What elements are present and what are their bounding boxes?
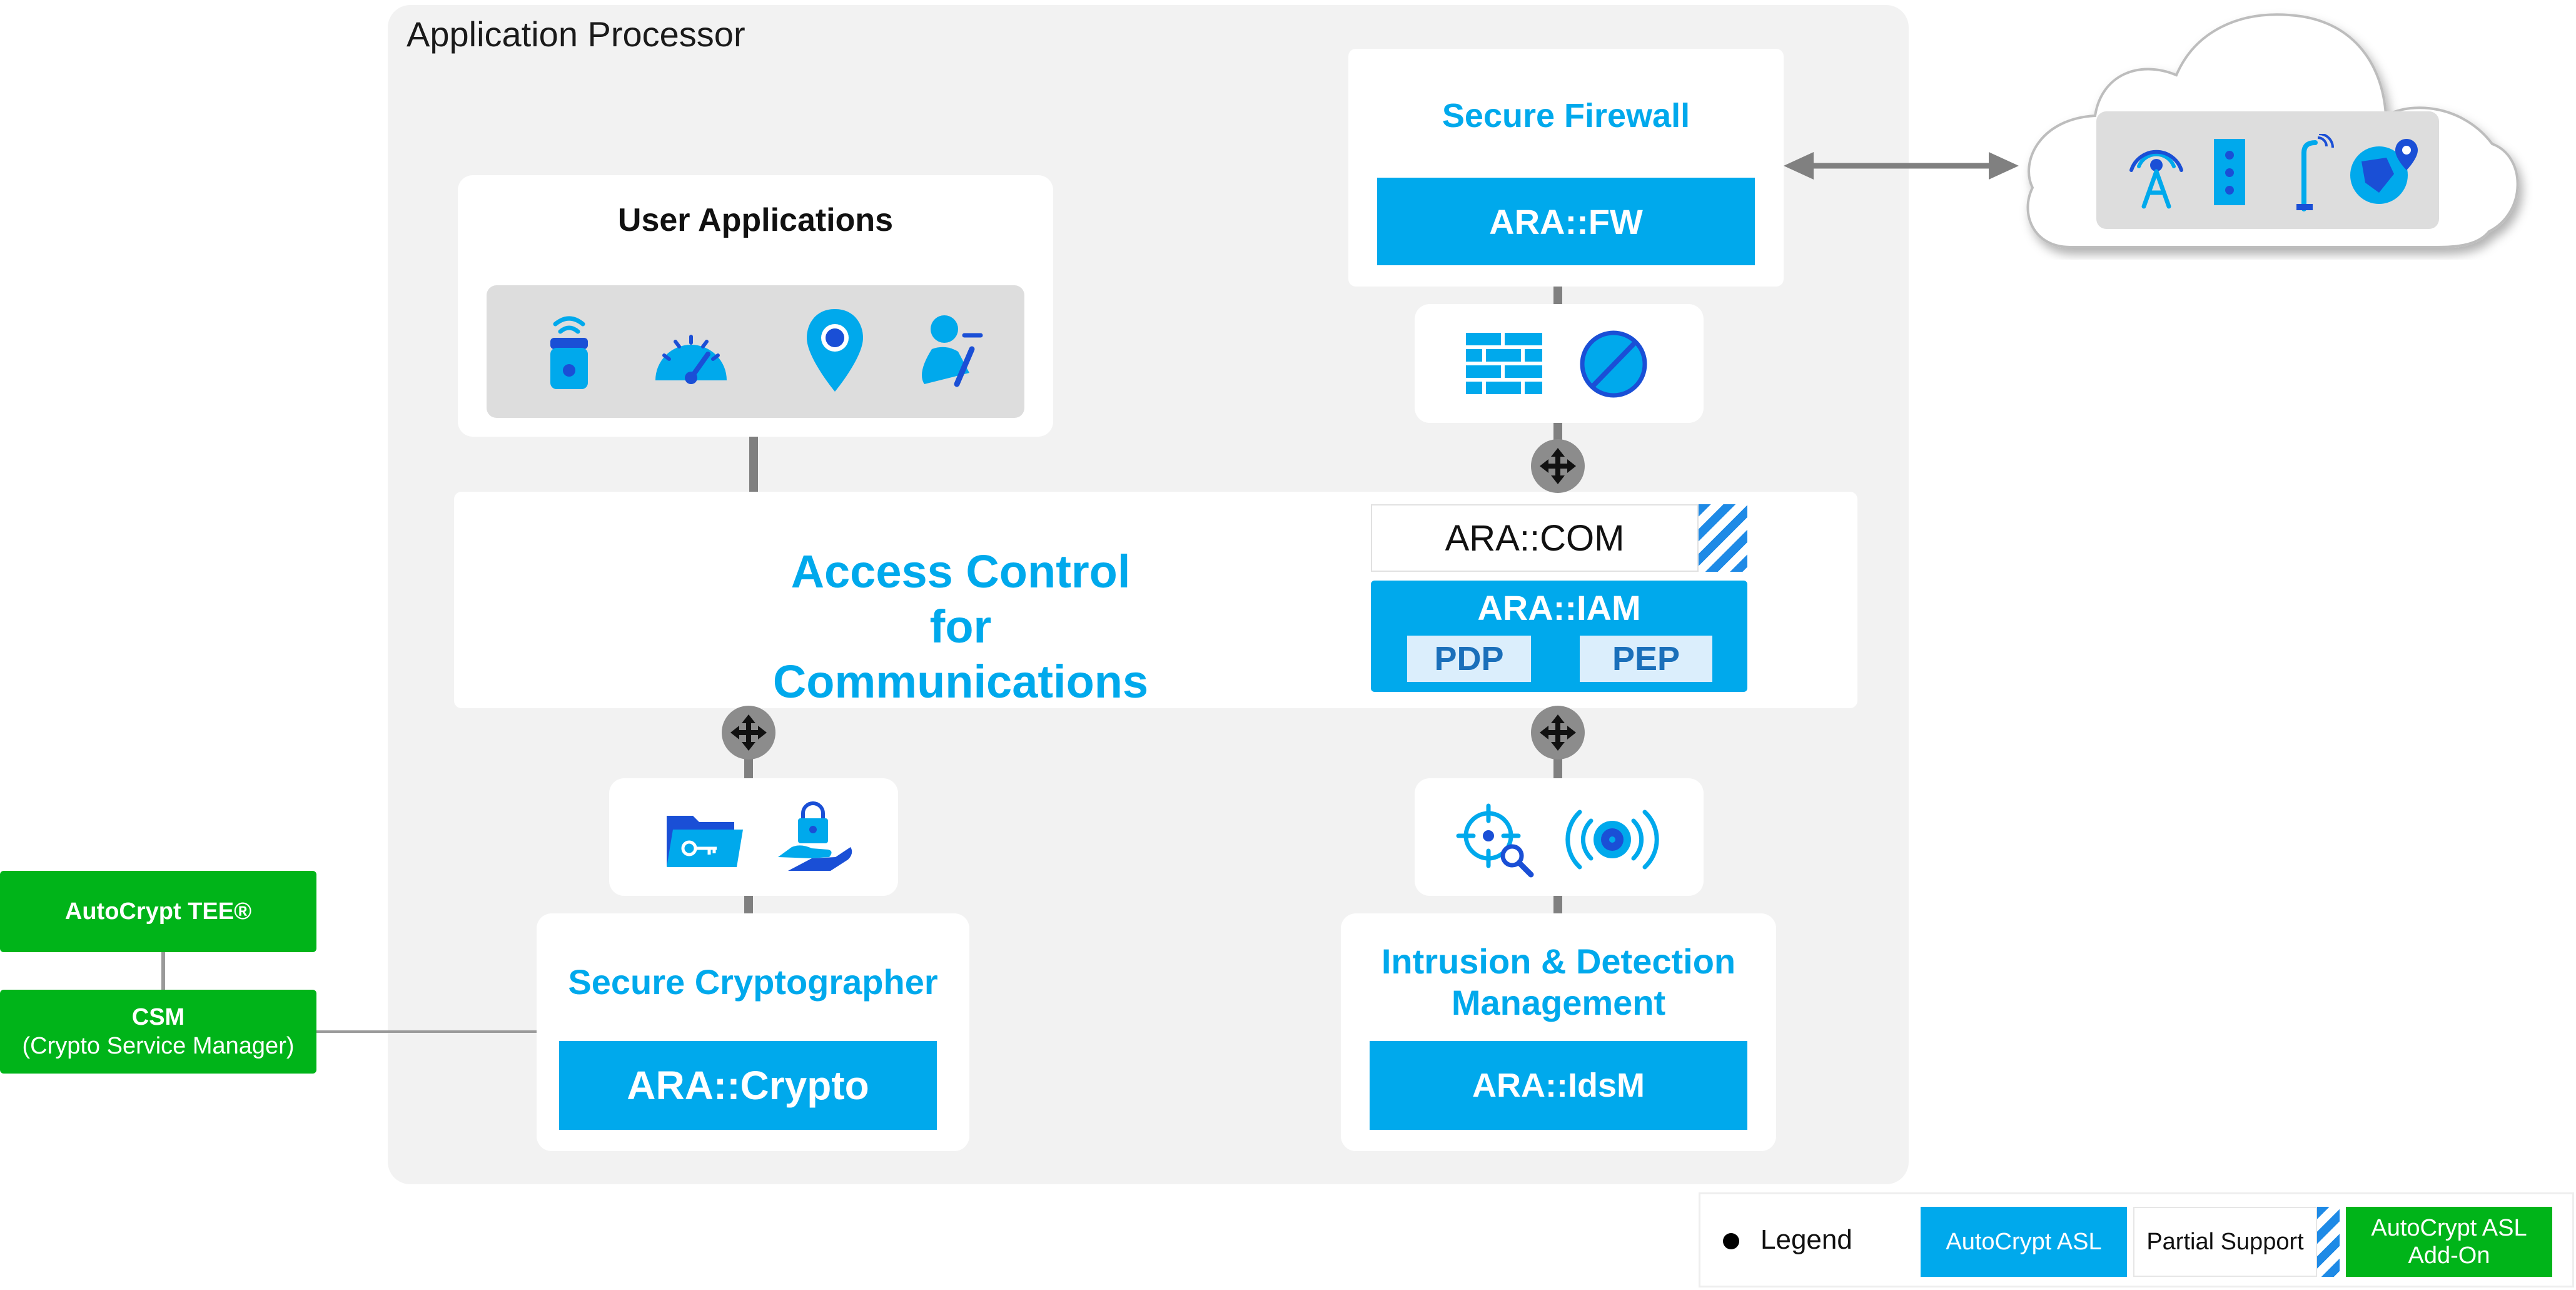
partial-support-hatch <box>1699 504 1747 572</box>
intrusion-detection-title-line1: Intrusion & Detection <box>1381 942 1736 981</box>
secure-firewall-title: Secure Firewall <box>1442 97 1690 135</box>
cloud-icon-tray <box>2096 111 2439 229</box>
speedometer-icon <box>655 335 727 384</box>
csm-subtitle: (Crypto Service Manager) <box>22 1033 295 1059</box>
autocrypt-tee-box: AutoCrypt TEE® <box>0 871 316 952</box>
charging-station-icon <box>2214 139 2245 205</box>
user-applications-card: User Applications <box>458 175 1053 437</box>
legend-addon-line2: Add-On <box>2408 1242 2490 1269</box>
access-control-title-line2: for Communications <box>772 601 1149 708</box>
application-processor-label: Application Processor <box>407 14 745 54</box>
legend-addon-swatch: AutoCrypt ASL Add-On <box>2346 1207 2552 1277</box>
radio-tower-icon <box>2129 150 2183 209</box>
connector-userapps-acl <box>749 433 758 493</box>
csm-title: CSM <box>131 1004 185 1030</box>
move-icon <box>722 706 775 759</box>
ids-icons-card <box>1415 778 1704 896</box>
spacer <box>744 492 747 494</box>
firewall-icons-card <box>1415 304 1704 423</box>
connector-cryptoicons-crypto <box>744 896 753 913</box>
pdp-chip: PDP <box>1407 636 1531 682</box>
legend-partial-hatch <box>2317 1207 2340 1277</box>
intrusion-detection-card: Intrusion & Detection Management ARA::Id… <box>1341 913 1776 1151</box>
move-icon <box>1531 439 1585 493</box>
user-applications-icon-tray <box>487 285 1024 418</box>
secure-firewall-card: Secure Firewall ARA::FW <box>1348 49 1784 287</box>
target-search-icon <box>1456 803 1534 878</box>
user-applications-title: User Applications <box>617 202 894 238</box>
legend-title: Legend <box>1760 1224 1852 1255</box>
hand-lock-icon <box>778 801 852 871</box>
ara-iam-label: ARA::IAM <box>1477 587 1641 627</box>
access-control-title: Access Control for Communications <box>754 544 1167 709</box>
ara-crypto-module: ARA::Crypto <box>559 1041 937 1130</box>
globe-pin-icon <box>2350 139 2418 204</box>
connector-fw-icons <box>1553 287 1562 304</box>
pep-chip: PEP <box>1580 636 1712 682</box>
csm-box: CSM (Crypto Service Manager) <box>0 990 316 1074</box>
signal-broadcast-icon <box>1565 810 1659 870</box>
intrusion-detection-title-line2: Management <box>1451 983 1666 1022</box>
ara-fw-module: ARA::FW <box>1377 178 1755 265</box>
legend-partial-swatch: Partial Support <box>2133 1207 2317 1277</box>
car-key-icon <box>550 316 588 389</box>
ara-idsm-module: ARA::IdsM <box>1370 1041 1747 1130</box>
move-icon <box>1531 706 1585 759</box>
key-folder-icon <box>667 816 743 867</box>
street-lamp-icon <box>2296 134 2334 211</box>
block-icon <box>1580 330 1647 398</box>
legend-box: Legend AutoCrypt ASL Partial Support Aut… <box>1699 1192 2574 1287</box>
legend-addon-line1: AutoCrypt ASL <box>2371 1215 2527 1241</box>
legend-asl-swatch: AutoCrypt ASL <box>1921 1207 2127 1277</box>
connector-idsicons-ids <box>1553 896 1562 913</box>
secure-cryptographer-card: Secure Cryptographer ARA::Crypto <box>537 913 969 1151</box>
firewall-cloud-arrow <box>1784 152 2019 180</box>
connector-csm-crypto <box>316 1030 537 1033</box>
ara-iam-module: ARA::IAM PDP PEP <box>1371 581 1747 692</box>
autocrypt-tee-label: AutoCrypt TEE® <box>64 898 252 925</box>
legend-bullet <box>1723 1233 1739 1249</box>
connector-tee-csm <box>161 952 165 990</box>
crypto-icons-card <box>609 778 898 896</box>
firewall-brick-icon <box>1466 333 1542 394</box>
ara-com-module: ARA::COM <box>1371 504 1699 572</box>
location-pin-icon <box>807 309 863 392</box>
secure-cryptographer-title: Secure Cryptographer <box>568 962 938 1002</box>
driver-seat-icon <box>922 315 983 387</box>
access-control-title-line1: Access Control <box>790 546 1131 597</box>
intrusion-detection-title: Intrusion & Detection Management <box>1341 941 1776 1023</box>
